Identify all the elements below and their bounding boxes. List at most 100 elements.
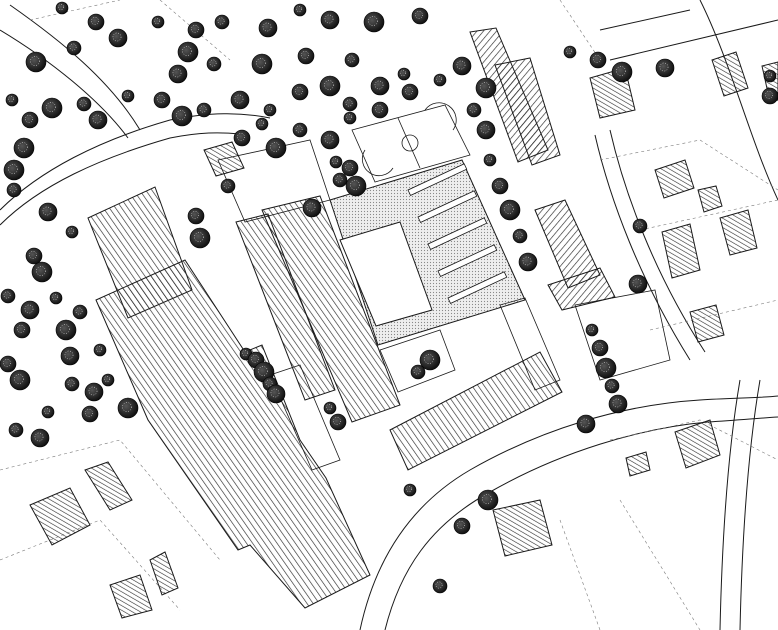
road-northwest-curve-edge xyxy=(0,29,129,139)
road-east-vertical xyxy=(719,379,741,630)
tree-icon-detail xyxy=(270,142,280,152)
tree-icon-detail xyxy=(44,408,50,414)
tree-icon xyxy=(88,110,108,130)
tree-icon xyxy=(297,47,315,65)
tree-icon-detail xyxy=(324,80,334,90)
tree-icon-detail xyxy=(765,91,773,99)
tree-icon xyxy=(319,75,341,97)
gym-skylights xyxy=(407,163,508,304)
tree-icon-detail xyxy=(9,185,17,193)
tree-icon xyxy=(72,304,88,320)
tree-icon xyxy=(611,61,633,83)
tree-icon xyxy=(518,252,538,272)
house-ne-2 xyxy=(711,51,749,97)
house-sw-3 xyxy=(109,574,153,619)
tree-icon xyxy=(251,53,273,75)
tree-icon-detail xyxy=(616,66,626,76)
tree-group xyxy=(0,1,778,594)
tree-icon-detail xyxy=(85,409,93,417)
tree-icon xyxy=(255,117,269,131)
tree-icon-detail xyxy=(375,105,383,113)
tree-icon xyxy=(13,321,31,339)
tree-icon-detail xyxy=(69,43,77,51)
tree-icon xyxy=(410,364,426,380)
tree-icon-detail xyxy=(593,55,601,63)
tree-icon-detail xyxy=(482,494,492,504)
court-boundary xyxy=(351,104,471,183)
tree-icon-detail xyxy=(580,418,590,428)
tree-icon xyxy=(342,96,358,112)
tree-icon-detail xyxy=(635,221,643,229)
tree-icon-detail xyxy=(223,181,231,189)
tree-icon-detail xyxy=(182,46,192,56)
tree-icon-detail xyxy=(92,114,102,124)
tree-icon xyxy=(397,67,411,81)
tree-icon-detail xyxy=(25,115,33,123)
tree-icon xyxy=(151,15,165,29)
tree-icon xyxy=(60,346,80,366)
tree-icon xyxy=(3,159,25,181)
court-arc-left xyxy=(361,149,394,177)
tree-icon-detail xyxy=(265,379,273,387)
tree-icon xyxy=(343,111,357,125)
tree-icon xyxy=(41,405,55,419)
tree-icon-detail xyxy=(607,381,615,389)
tree-icon xyxy=(64,376,80,392)
tree-icon-detail xyxy=(456,60,466,70)
tree-icon xyxy=(608,394,628,414)
tree-icon xyxy=(332,172,348,188)
tree-icon-detail xyxy=(34,432,44,442)
tree-icon xyxy=(30,428,50,448)
tree-icon xyxy=(20,300,40,320)
tree-icon xyxy=(576,414,596,434)
court-arc-right xyxy=(424,102,457,131)
building-west-wing-main xyxy=(95,259,371,609)
road-west-arc-edge xyxy=(0,132,241,226)
tree-icon-detail xyxy=(632,278,642,288)
tree-icon-detail xyxy=(595,343,603,351)
tree-icon xyxy=(320,10,340,30)
tree-icon-detail xyxy=(112,32,122,42)
footpath-east xyxy=(594,134,691,361)
tree-icon xyxy=(265,137,287,159)
tree-icon xyxy=(432,578,448,594)
road-west-arc xyxy=(0,113,271,211)
tree-icon-detail xyxy=(345,99,353,107)
tree-icon xyxy=(452,56,472,76)
tree-icon xyxy=(595,357,617,379)
tree-icon-detail xyxy=(346,114,352,120)
tree-icon xyxy=(466,102,482,118)
tree-icon-detail xyxy=(600,362,610,372)
tree-icon-detail xyxy=(296,6,302,12)
house-e-5 xyxy=(689,304,725,343)
tree-icon xyxy=(363,11,385,33)
tree-icon-detail xyxy=(368,16,378,26)
tree-icon-detail xyxy=(96,346,102,352)
tree-icon-detail xyxy=(258,366,268,376)
tree-icon-detail xyxy=(515,231,523,239)
tree-icon-detail xyxy=(154,18,160,24)
tree-icon-detail xyxy=(242,350,248,356)
tree-icon xyxy=(266,384,286,404)
tree-icon xyxy=(258,18,278,38)
house-e-2 xyxy=(697,185,723,213)
tree-icon xyxy=(76,96,92,112)
tree-icon-detail xyxy=(480,82,490,92)
tree-icon xyxy=(65,225,79,239)
tree-icon xyxy=(55,319,77,341)
tree-icon-detail xyxy=(251,355,259,363)
tree-icon-detail xyxy=(522,256,532,266)
tree-icon xyxy=(214,14,230,30)
tree-icon-detail xyxy=(122,402,132,412)
tree-icon xyxy=(591,339,609,357)
tree-icon-detail xyxy=(345,163,353,171)
tree-icon xyxy=(512,228,528,244)
tree-icon-detail xyxy=(88,386,98,396)
tree-icon-detail xyxy=(234,94,244,104)
tree-icon-detail xyxy=(415,11,423,19)
tree-icon xyxy=(585,323,599,337)
tree-icon-detail xyxy=(172,68,182,78)
tree-icon xyxy=(476,120,496,140)
tree-icon xyxy=(108,28,128,48)
